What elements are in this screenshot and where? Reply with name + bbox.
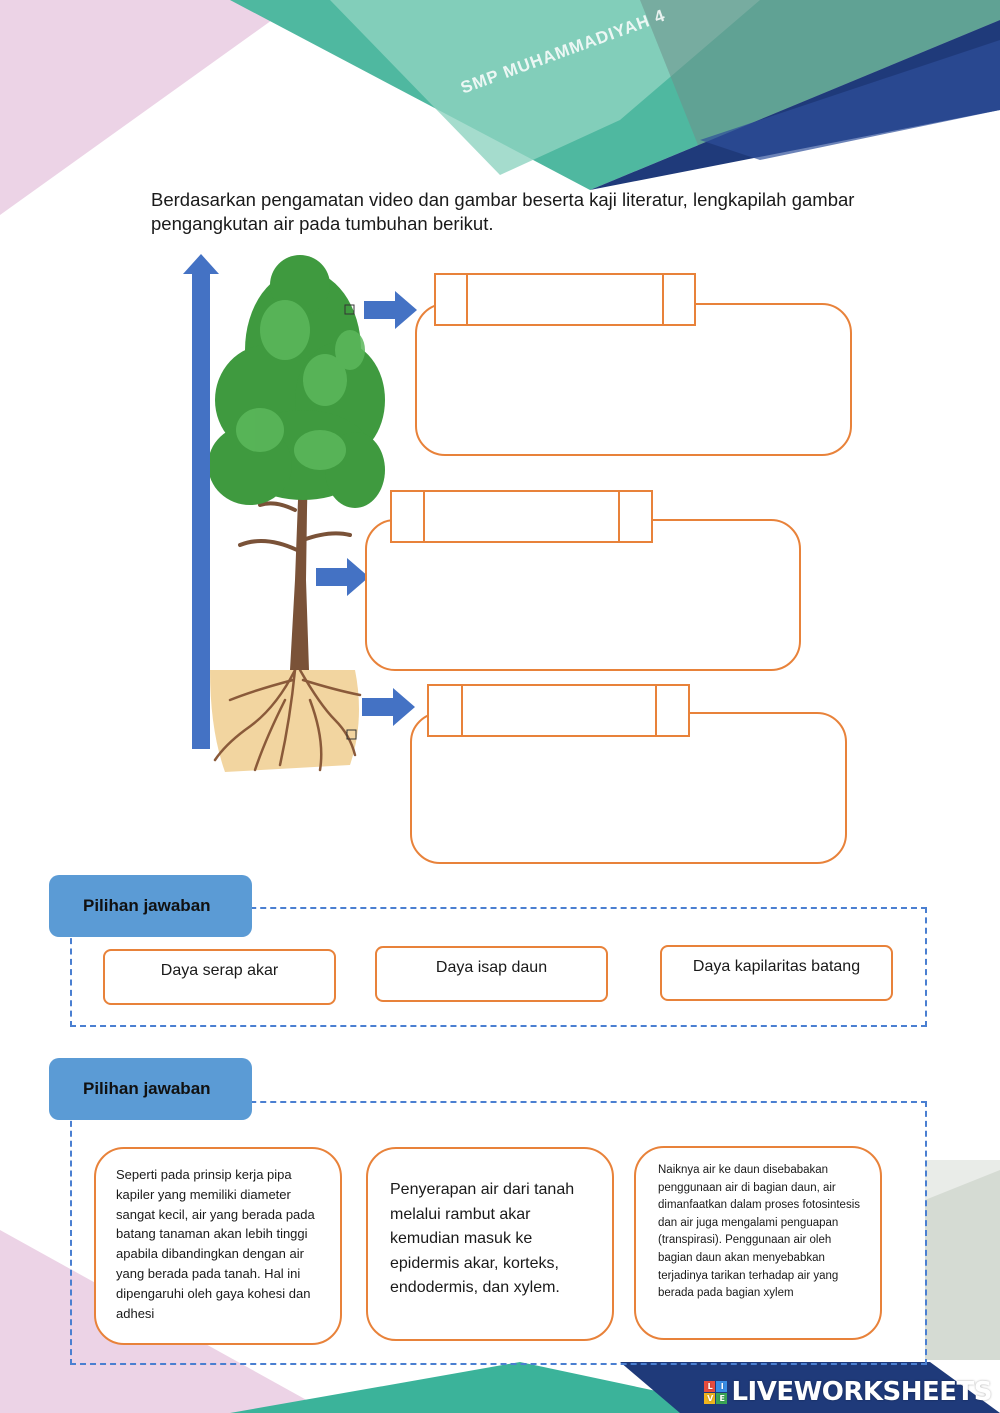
label-input-leaf[interactable] [434, 273, 696, 326]
choices-panel-2 [70, 1101, 927, 1365]
arrow-to-stem-icon [316, 558, 369, 596]
description-card-leaf-suction[interactable]: Naiknya air ke daun disebabakan pengguna… [634, 1146, 882, 1340]
choice-daya-isap-daun[interactable]: Daya isap daun [375, 946, 608, 1002]
arrow-to-leaf-icon [364, 291, 417, 329]
choice-daya-serap-akar[interactable]: Daya serap akar [103, 949, 336, 1005]
description-text-leaf-suction: Naiknya air ke daun disebabakan pengguna… [658, 1164, 860, 1300]
label-input-stem[interactable] [390, 490, 653, 543]
description-card-root-absorption[interactable]: Penyerapan air dari tanah melalui rambut… [366, 1147, 614, 1341]
answer-area-stem[interactable] [365, 519, 801, 671]
liveworksheets-logo: L I V E LIVEWORKSHEETS [704, 1377, 992, 1407]
instruction-text: Berdasarkan pengamatan video dan gambar … [151, 189, 855, 234]
navy-corner-shape [590, 20, 1000, 190]
liveworksheets-badge-icon: L I V E [704, 1380, 728, 1404]
choices-title-1: Pilihan jawaban [49, 875, 252, 937]
label-input-root[interactable] [427, 684, 690, 737]
answer-area-leaf[interactable] [415, 303, 852, 456]
choice-daya-kapilaritas-batang[interactable]: Daya kapilaritas batang [660, 945, 893, 1001]
description-text-root-absorption: Penyerapan air dari tanah melalui rambut… [390, 1181, 575, 1296]
choices-title-2: Pilihan jawaban [49, 1058, 252, 1120]
description-card-capillarity[interactable]: Seperti pada prinsip kerja pipa kapiler … [94, 1147, 342, 1345]
answer-area-root[interactable] [410, 712, 847, 864]
liveworksheets-logo-text: LIVEWORKSHEETS [731, 1377, 992, 1407]
choices-panel-1 [70, 907, 927, 1027]
pink-corner-shape [0, 0, 300, 215]
tree-illustration [208, 255, 385, 772]
water-flow-up-arrow [183, 254, 219, 749]
arrow-to-root-icon [362, 688, 415, 726]
description-text-capillarity: Seperti pada prinsip kerja pipa kapiler … [116, 1167, 315, 1321]
